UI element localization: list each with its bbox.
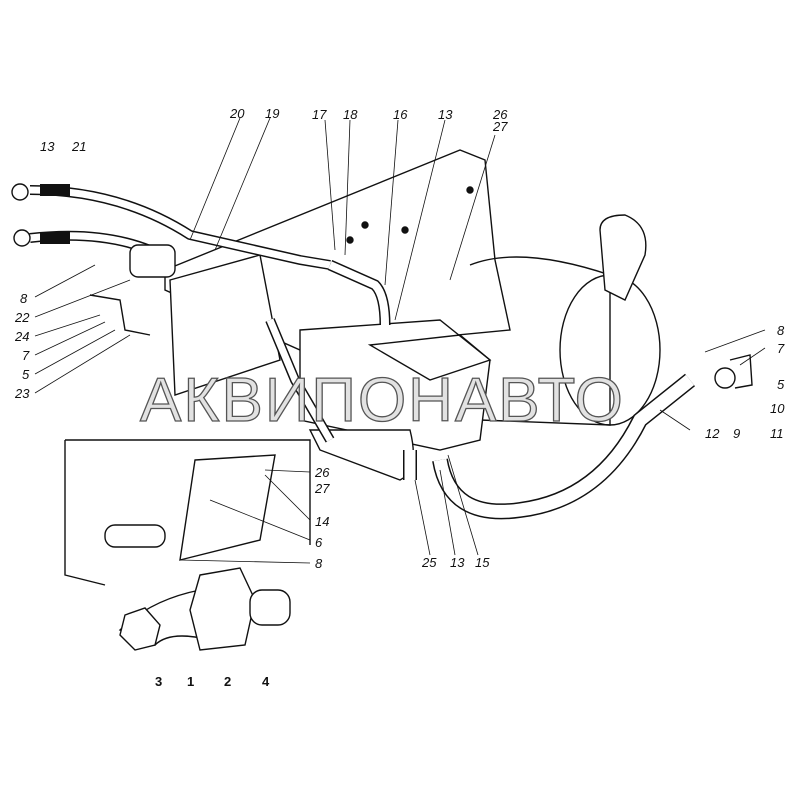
callout-5-right: 5 [777, 377, 785, 392]
callout-16: 16 [393, 107, 408, 122]
inset-bracket [179, 454, 276, 561]
callout-7-right: 7 [777, 341, 785, 356]
callout-18: 18 [343, 107, 358, 122]
callout-13-top: 13 [438, 107, 453, 122]
callout-14: 14 [315, 514, 330, 529]
callout-27-inset: 27 [315, 481, 330, 496]
filler-neck [599, 214, 647, 301]
callout-9: 9 [733, 426, 741, 441]
clamp-9 [714, 367, 736, 389]
callout-22: 22 [15, 310, 30, 325]
callout-11: 11 [770, 426, 784, 441]
callout-12: 12 [705, 426, 720, 441]
callout-7: 7 [22, 348, 30, 363]
bracket-plate [169, 254, 281, 396]
inset-frame [64, 439, 311, 586]
bracket-23 [89, 294, 151, 336]
leader-lines [34, 117, 766, 564]
callout-3: 3 [155, 674, 163, 689]
callout-5: 5 [22, 367, 30, 382]
callout-8: 8 [20, 291, 28, 306]
callout-6: 6 [315, 535, 323, 550]
callout-10: 10 [770, 401, 785, 416]
callout-8-inset: 8 [315, 556, 323, 571]
bracket-10 [729, 354, 753, 389]
callout-26: 26 [493, 107, 508, 122]
callout-21: 21 [72, 139, 87, 154]
callout-27: 27 [493, 119, 508, 134]
clamp-13 [11, 183, 29, 201]
callout-13-bottom: 13 [450, 555, 465, 570]
clamp-block-2 [189, 567, 256, 651]
callout-24: 24 [15, 329, 30, 344]
callout-2: 2 [224, 674, 232, 689]
callout-26-inset: 26 [315, 465, 330, 480]
sleeve-4 [249, 589, 291, 626]
heater-body [299, 319, 491, 451]
callout-8-right: 8 [777, 323, 785, 338]
callout-17: 17 [312, 107, 327, 122]
callout-4: 4 [262, 674, 270, 689]
duct-22 [129, 244, 176, 278]
callout-15: 15 [475, 555, 490, 570]
nut-3 [119, 607, 161, 651]
callout-25: 25 [422, 555, 437, 570]
callout-23: 23 [15, 386, 30, 401]
inset-tube [104, 524, 166, 548]
callout-1: 1 [187, 674, 195, 689]
watermark: АКВИПОНАВТО [139, 365, 625, 435]
callout-19: 19 [265, 106, 280, 121]
callout-13: 13 [40, 139, 55, 154]
spring-21 [40, 184, 70, 244]
callout-20: 20 [230, 106, 245, 121]
